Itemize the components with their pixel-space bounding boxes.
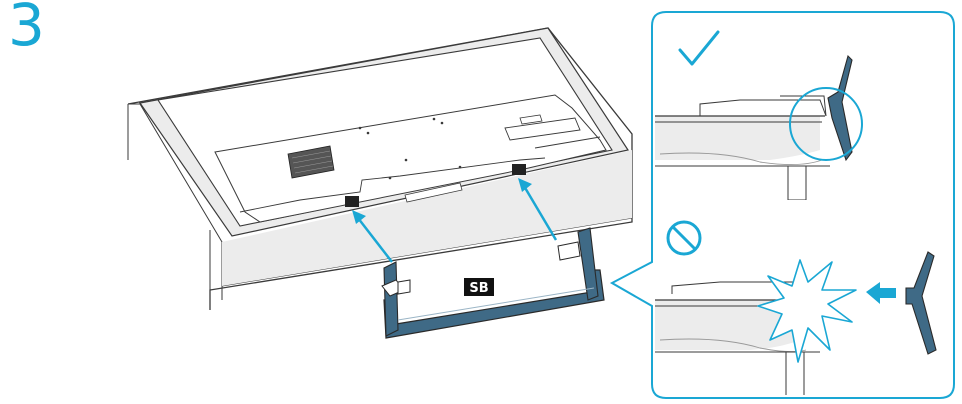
- prohibited-icon: [666, 220, 702, 256]
- speaker-grille: [287, 145, 335, 179]
- table-with-tv: SB: [127, 27, 633, 339]
- checkmark-icon: [678, 30, 720, 66]
- stand-slot-right: [512, 164, 526, 175]
- step-number: 3: [8, 0, 45, 59]
- stand-label-text: SB: [469, 281, 488, 296]
- insertion-arrows: [352, 178, 558, 263]
- tv-back: [138, 27, 629, 237]
- arrow-left-icon: [866, 282, 896, 304]
- incorrect-example: [655, 259, 857, 395]
- correct-example: [655, 54, 863, 200]
- screw-holes: [358, 117, 462, 180]
- stand-sb: [381, 227, 605, 339]
- stand-leg-detached: [905, 251, 937, 355]
- stand-slot-left: [345, 196, 359, 207]
- collision-burst-icon: [757, 259, 857, 363]
- stand-label: SB: [464, 278, 494, 296]
